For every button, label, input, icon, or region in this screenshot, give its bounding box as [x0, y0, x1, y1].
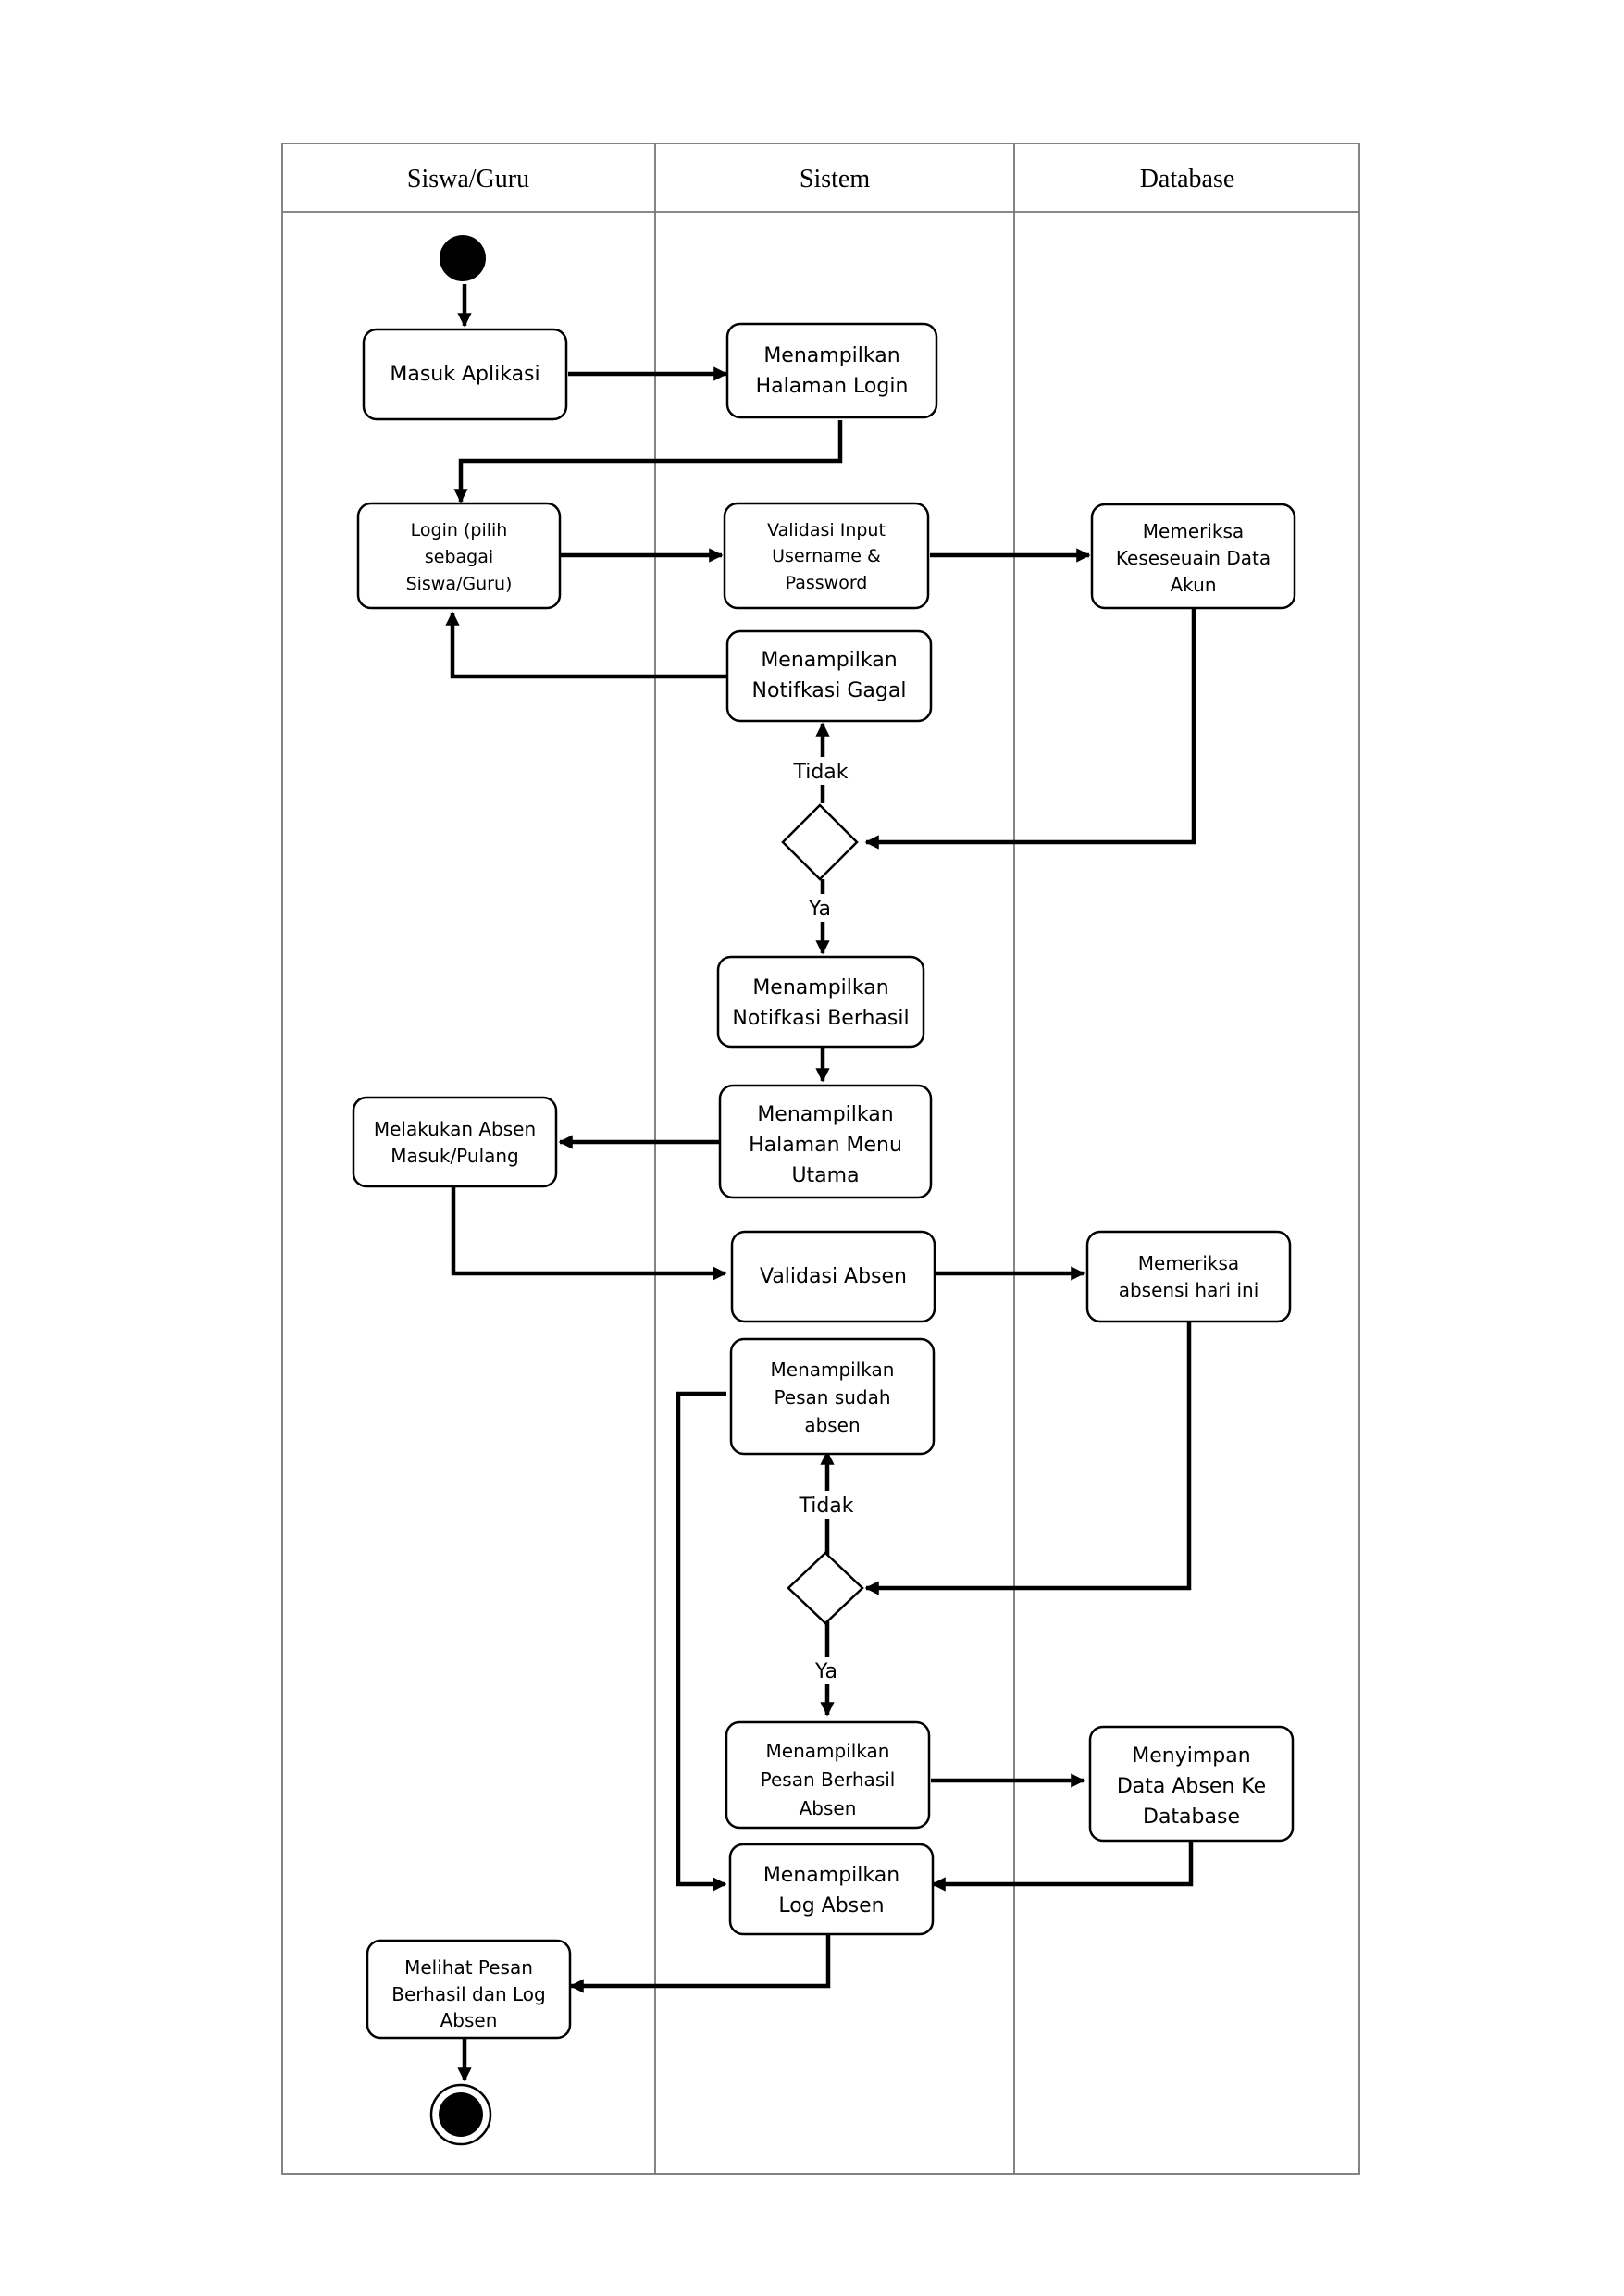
action-label: sebagai [425, 547, 493, 567]
flow-edge [676, 1391, 727, 1892]
action-notifikasi-gagal: Menampilkan Notifkasi Gagal [725, 629, 933, 723]
decision-node-absen [787, 1551, 864, 1625]
guard-label-tidak: Tidak [792, 761, 848, 784]
action-menampilkan-halaman-login: Menampilkan Halaman Login [725, 322, 938, 419]
action-validasi-absen: Validasi Absen [730, 1230, 936, 1323]
action-label: Login (pilih [411, 520, 508, 540]
action-label: Validasi Absen [760, 1265, 907, 1288]
action-label: Berhasil dan Log [391, 1983, 545, 2005]
flow-edge [451, 1186, 727, 1281]
action-pesan-sudah-absen: Menampilkan Pesan sudah absen [729, 1337, 936, 1456]
action-memeriksa-absensi: Memeriksa absensi hari ini [1085, 1230, 1292, 1323]
action-label: Database [1143, 1806, 1240, 1829]
action-label: Keseseuain Data [1116, 547, 1271, 569]
action-label: Menampilkan [766, 1740, 890, 1762]
action-label: Masuk Aplikasi [390, 363, 539, 386]
action-label: Password [786, 573, 868, 593]
action-label: Siswa/Guru) [406, 574, 513, 594]
flow-edge [445, 611, 726, 679]
lane-header-sistem: Sistem [800, 165, 870, 193]
action-notifikasi-berhasil: Menampilkan Notifkasi Berhasil [716, 955, 925, 1049]
action-halaman-menu-utama: Menampilkan Halaman Menu Utama [718, 1084, 933, 1199]
initial-node [440, 235, 486, 281]
action-label: Melihat Pesan [404, 1956, 533, 1979]
lane-header-database: Database [1140, 165, 1235, 193]
lane-header-siswa-guru: Siswa/Guru [407, 165, 529, 193]
action-melihat-pesan-log: Melihat Pesan Berhasil dan Log Absen [366, 1939, 572, 2040]
swimlane-frame [281, 143, 1360, 2175]
action-label: Melakukan Absen [374, 1118, 536, 1140]
action-label: Halaman Login [756, 375, 909, 398]
action-label: Validasi Input [767, 520, 886, 540]
final-node [429, 2083, 492, 2146]
action-label: Utama [791, 1164, 859, 1187]
action-label: absensi hari ini [1119, 1279, 1259, 1301]
action-pesan-berhasil-absen: Menampilkan Pesan Berhasil Absen [725, 1720, 931, 1830]
action-memeriksa-kesesuaian-akun: Memeriksa Keseseuain Data Akun [1090, 503, 1296, 610]
action-label: Memeriksa [1138, 1252, 1239, 1274]
action-validasi-input: Validasi Input Username & Password [723, 502, 930, 610]
guard-labels: Tidak Ya Tidak Ya [791, 757, 856, 1684]
action-label: Menampilkan [763, 1864, 899, 1887]
action-label: Absen [800, 1797, 857, 1819]
action-label: Halaman Menu [749, 1134, 902, 1157]
action-label: Data Absen Ke [1117, 1775, 1266, 1798]
action-label: Log Absen [778, 1894, 884, 1917]
action-label: Menampilkan [757, 1103, 893, 1126]
flow-edge [864, 1319, 1192, 1595]
action-label: Menampilkan [752, 976, 888, 999]
flow-edges [445, 284, 1196, 2082]
action-label: Menampilkan [761, 649, 897, 672]
flow-edge [864, 609, 1196, 850]
action-label: Pesan sudah [774, 1386, 890, 1409]
action-label: Pesan Berhasil [761, 1769, 896, 1791]
action-label: Memeriksa [1143, 520, 1244, 542]
action-label: Username & [772, 546, 881, 566]
action-label: absen [804, 1414, 860, 1436]
action-masuk-aplikasi: Masuk Aplikasi [362, 328, 568, 421]
action-menyimpan-data-absen: Menyimpan Data Absen Ke Database [1088, 1725, 1295, 1843]
action-label: Menyimpan [1132, 1744, 1250, 1768]
guard-label-ya: Ya [814, 1660, 837, 1683]
action-label: Masuk/Pulang [391, 1145, 519, 1167]
action-melakukan-absen: Melakukan Absen Masuk/Pulang [352, 1096, 558, 1188]
action-label: Absen [440, 2009, 498, 2031]
action-label: Menampilkan [771, 1359, 895, 1381]
guard-label-ya: Ya [808, 898, 831, 921]
flow-edge [931, 1835, 1194, 1892]
action-label: Notifkasi Gagal [752, 679, 907, 702]
action-login: Login (pilih sebagai Siswa/Guru) [356, 502, 562, 610]
flow-edge [569, 1930, 831, 1993]
action-log-absen: Menampilkan Log Absen [728, 1843, 935, 1936]
flow-edge [453, 420, 843, 503]
action-label: Menampilkan [763, 344, 899, 367]
decision-node-login [781, 803, 859, 881]
guard-label-tidak: Tidak [798, 1495, 853, 1518]
action-label: Akun [1171, 574, 1217, 596]
action-label: Notifkasi Berhasil [732, 1007, 909, 1030]
